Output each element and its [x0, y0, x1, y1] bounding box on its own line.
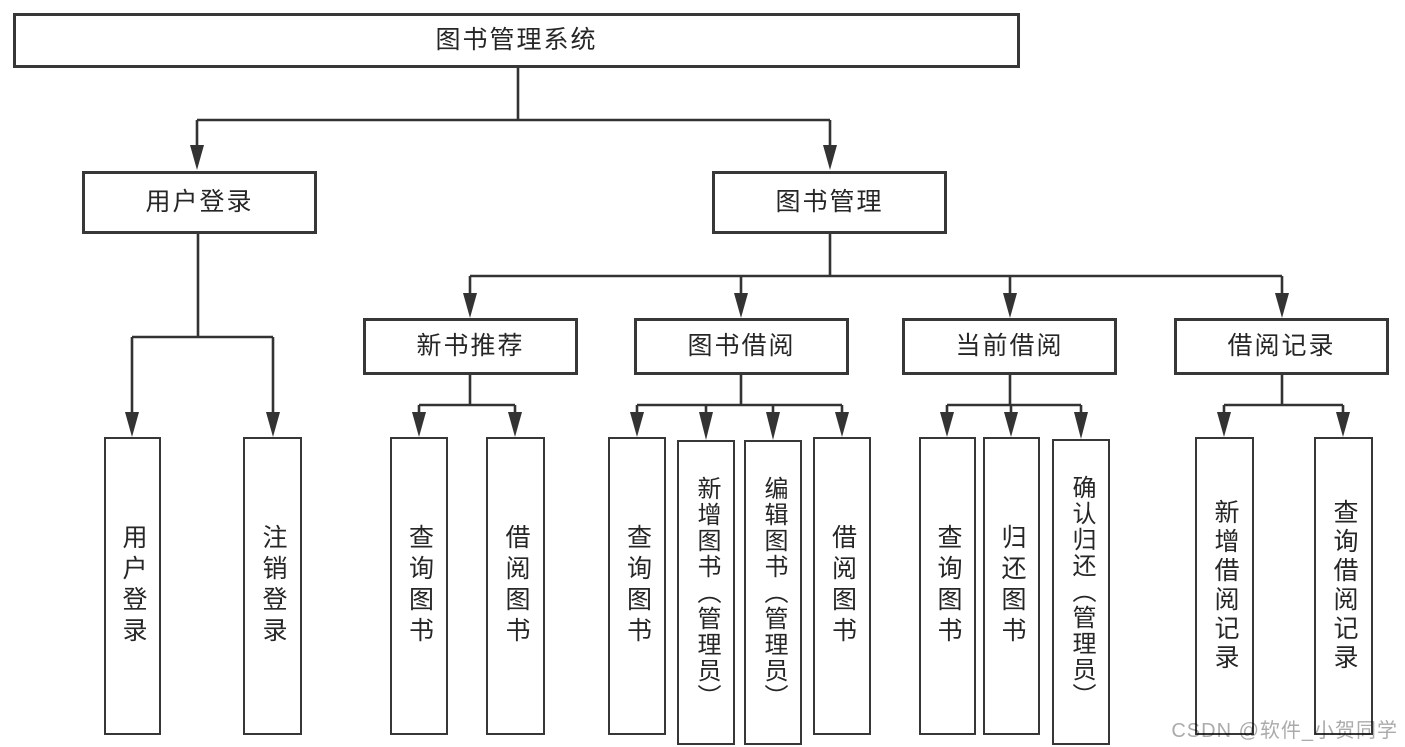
arrowhead: [508, 412, 522, 437]
node-user-login: 用户登录: [82, 171, 317, 234]
leaf-query-books-borrow: 查询图书: [608, 437, 666, 735]
arrowhead: [1275, 293, 1289, 318]
arrowhead: [823, 145, 837, 170]
leaf-query-books-current: 查询图书: [919, 437, 976, 735]
node-borrow-records: 借阅记录: [1174, 318, 1389, 375]
arrowhead: [630, 412, 644, 437]
connector-bookborrow-to-leaves: [635, 375, 844, 414]
leaf-query-borrow-record: 查询借阅记录: [1314, 437, 1373, 735]
node-book-management: 图书管理: [712, 171, 947, 234]
node-current-borrow: 当前借阅: [902, 318, 1117, 375]
arrowhead: [940, 412, 954, 437]
leaf-borrow-books: 借阅图书: [813, 437, 871, 735]
node-new-book-recommend: 新书推荐: [363, 318, 578, 375]
arrowhead: [266, 412, 280, 437]
arrowhead: [190, 145, 204, 170]
arrowhead: [766, 412, 780, 440]
arrowheads: [125, 145, 1350, 440]
arrowhead: [699, 412, 713, 440]
arrowhead: [1004, 412, 1018, 437]
leaf-confirm-return-admin: 确认归还（管理员）: [1052, 439, 1110, 745]
leaf-edit-book-admin: 编辑图书（管理员）: [744, 440, 802, 745]
arrowhead: [412, 412, 426, 437]
leaf-user-login: 用户登录: [104, 437, 161, 735]
leaf-borrow-books-rec: 借阅图书: [486, 437, 545, 735]
connector-userlogin-to-leaves: [130, 234, 275, 414]
arrowhead: [1003, 293, 1017, 318]
arrowhead: [1336, 412, 1350, 437]
leaf-logout: 注销登录: [243, 437, 302, 735]
arrowhead: [835, 412, 849, 437]
node-book-borrow: 图书借阅: [634, 318, 849, 375]
leaf-add-borrow-record: 新增借阅记录: [1195, 437, 1254, 735]
arrowhead: [1074, 412, 1088, 439]
arrowhead: [125, 412, 139, 437]
arrowhead: [1217, 412, 1231, 437]
leaf-return-book: 归还图书: [983, 437, 1040, 735]
connector-newbook-to-leaves: [417, 375, 517, 414]
leaf-add-book-admin: 新增图书（管理员）: [677, 440, 735, 745]
connector-currentborrow-to-leaves: [945, 375, 1083, 414]
arrowhead: [463, 293, 477, 318]
leaf-query-books-rec: 查询图书: [390, 437, 448, 735]
connector-bookmgmt-to-level3: [468, 234, 1284, 295]
node-root: 图书管理系统: [13, 13, 1020, 68]
connector-borrowrecords-to-leaves: [1222, 375, 1345, 414]
arrowhead: [734, 293, 748, 318]
connector-root-to-level2: [195, 68, 832, 147]
csdn-watermark: CSDN @软件_小贺同学: [1171, 720, 1398, 742]
